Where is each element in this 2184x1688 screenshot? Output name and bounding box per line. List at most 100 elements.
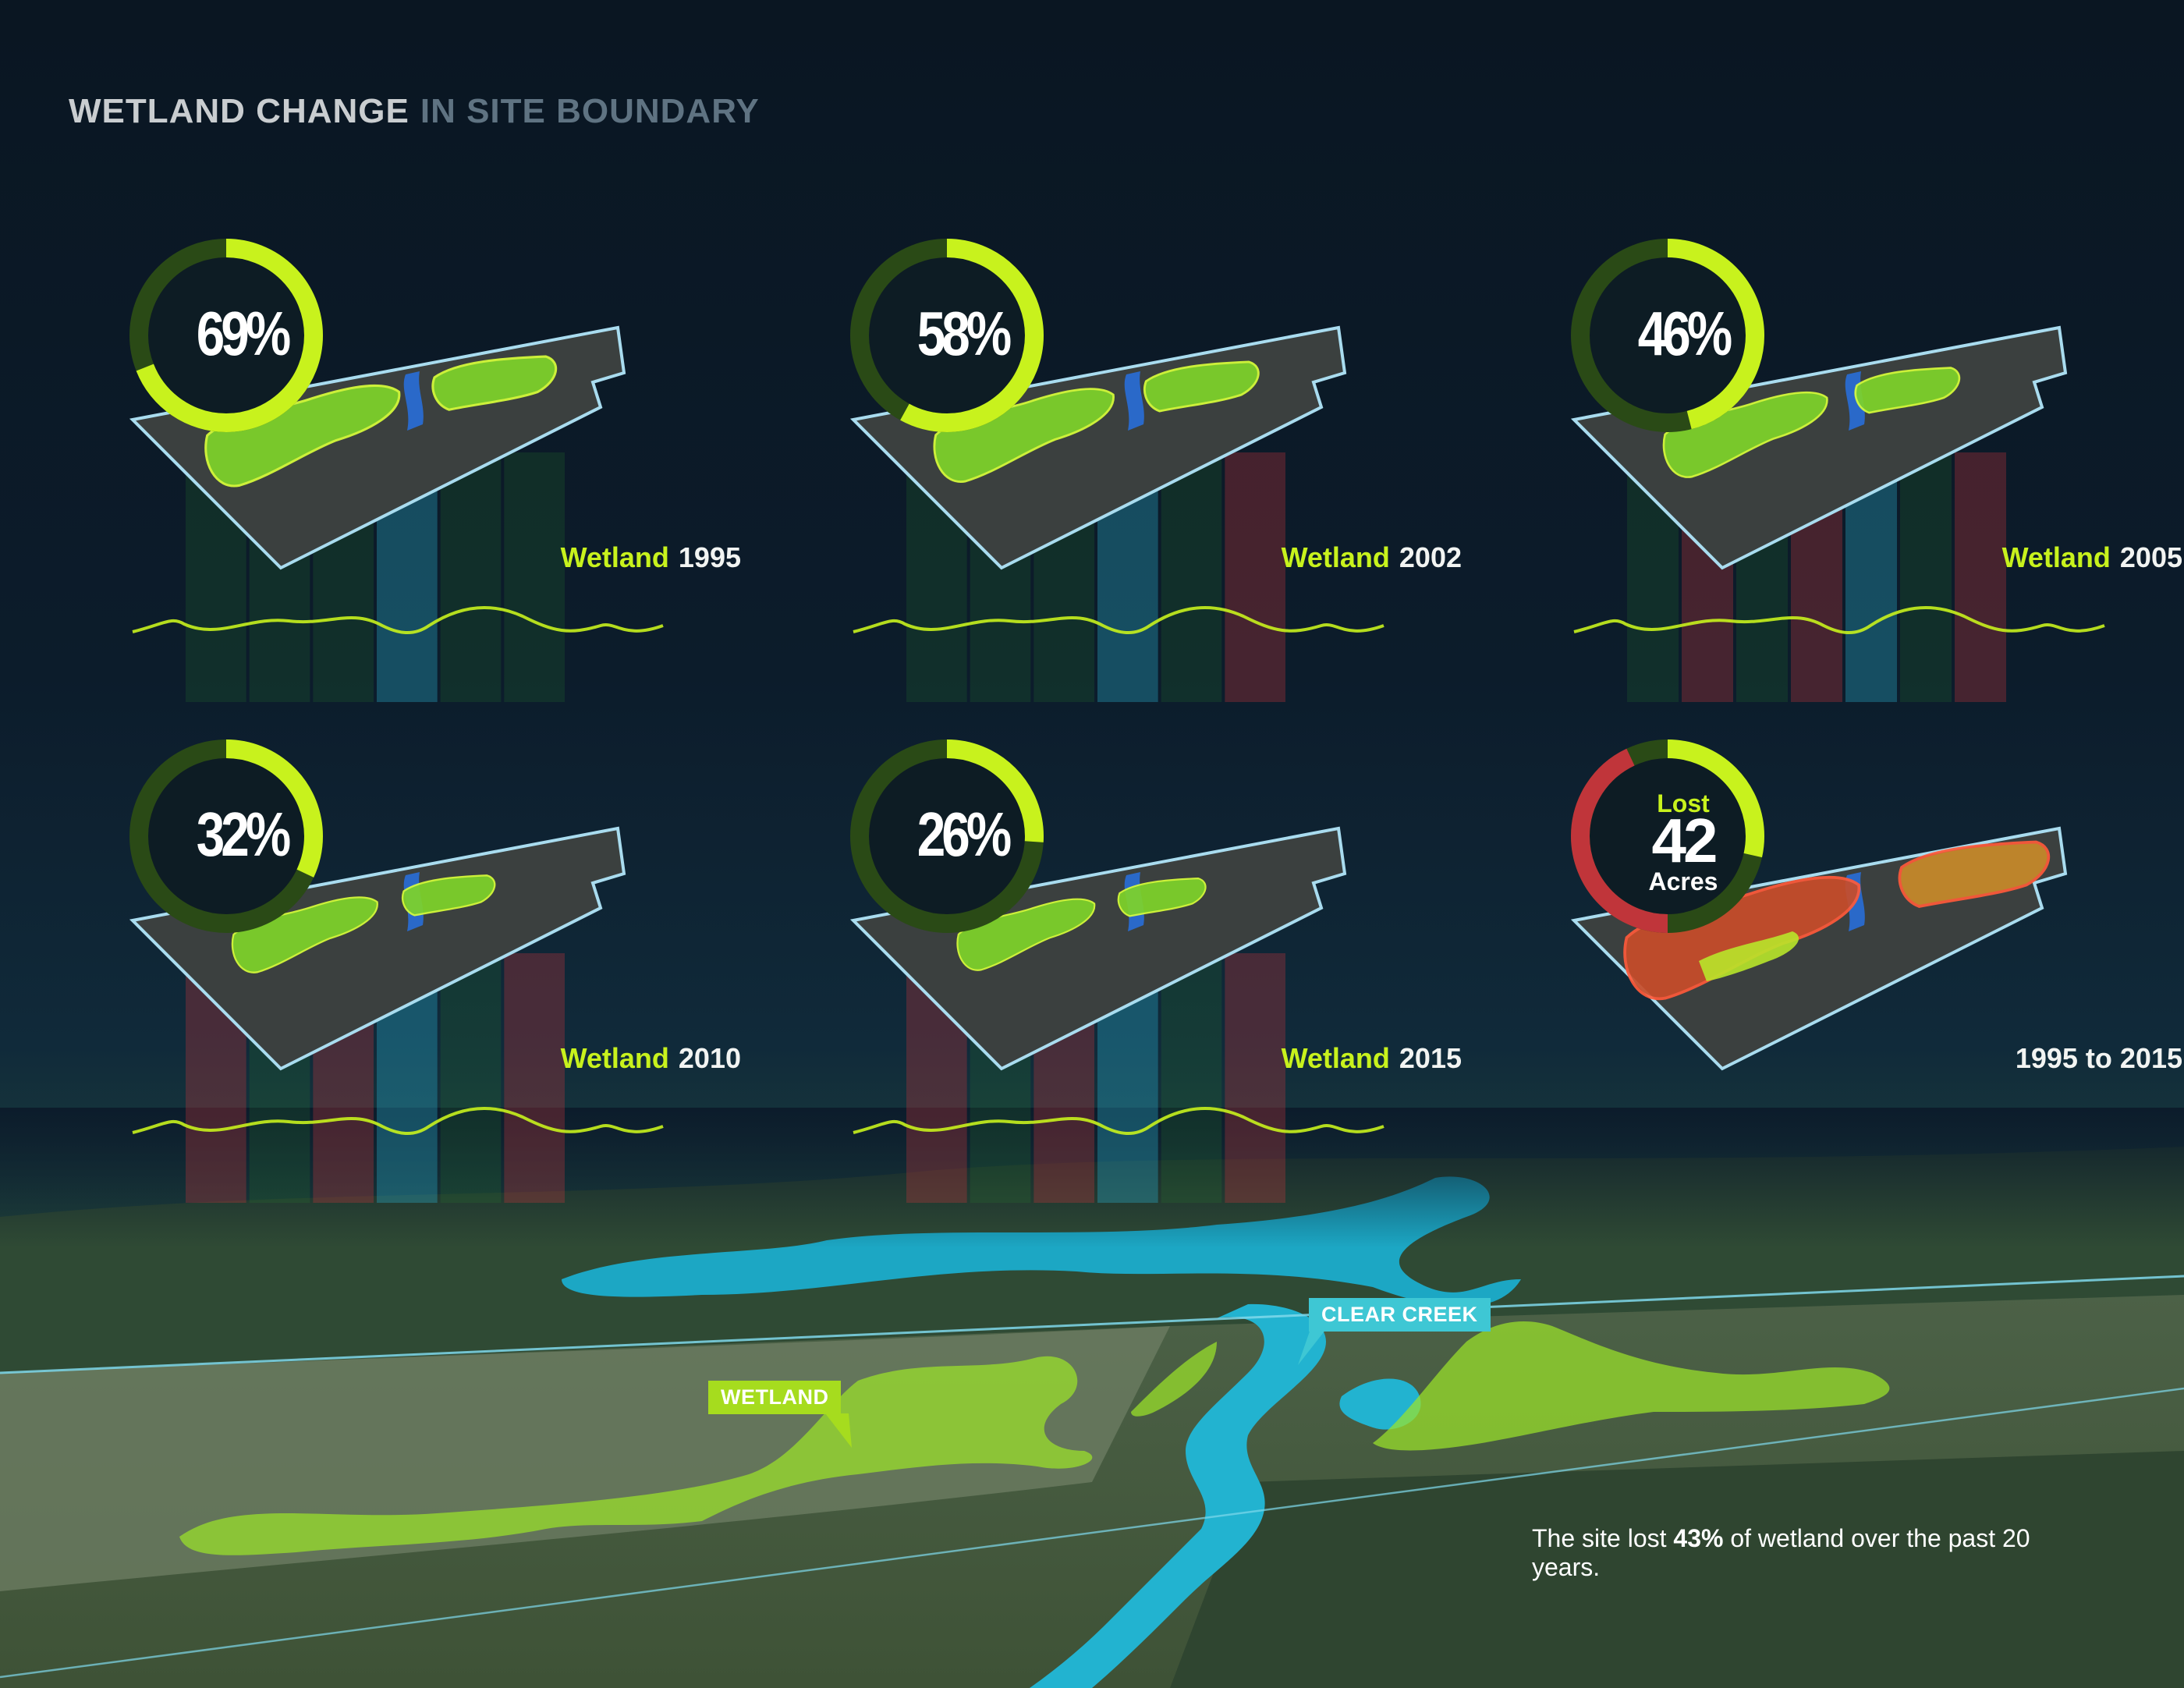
percent-value: 32% xyxy=(196,800,291,869)
panel-graphic xyxy=(129,239,664,702)
profile-line xyxy=(853,1106,1384,1136)
wetland-patch-left xyxy=(231,896,378,973)
percent-value: 46% xyxy=(1637,299,1732,368)
boundary-line-bottom xyxy=(0,1387,2184,1679)
footnote-text-end: of wetland over the past 20 years. xyxy=(1532,1524,2030,1581)
profile-line xyxy=(132,605,664,635)
creek-callout: CLEAR CREEK xyxy=(1309,1298,1491,1332)
lost-value: 42 xyxy=(1651,806,1718,875)
footnote-value: 43% xyxy=(1673,1524,1724,1552)
creek-pond xyxy=(1339,1378,1421,1430)
wetland-patches xyxy=(1662,367,1961,478)
wetland-patch-right xyxy=(401,874,496,917)
percent-value: 26% xyxy=(916,800,1012,869)
wetland-patches xyxy=(933,360,1260,483)
panel-2002: 58% Wetland 2002 xyxy=(838,226,1493,725)
caption-highlight: Wetland xyxy=(560,541,669,573)
caption-year: 1995 xyxy=(678,541,741,573)
panel-caption: Wetland 2002 xyxy=(1282,541,1462,574)
percent-ring-fill xyxy=(129,239,323,432)
wetland-callout-pointer xyxy=(825,1413,852,1448)
caption-highlight: Wetland xyxy=(1281,541,1390,573)
wetland-patches xyxy=(1623,840,2051,1001)
percent-ring-fill xyxy=(1571,239,1764,432)
percent-value: 69% xyxy=(196,299,291,368)
page-title: WETLAND CHANGE IN SITE BOUNDARY xyxy=(69,92,760,131)
lost-unit: Acres xyxy=(1648,867,1718,895)
lost-arc xyxy=(1571,739,1764,933)
panel-caption: Wetland 2010 xyxy=(561,1042,741,1075)
percent-value: 58% xyxy=(916,299,1012,368)
panel-graphic xyxy=(849,739,1384,1203)
panel-summary: Lost 42 Acres 1995 to 2015 xyxy=(1558,727,2184,1226)
panel-caption: Wetland 1995 xyxy=(561,541,741,574)
caption-highlight: Wetland xyxy=(2001,541,2111,573)
parcel-creek xyxy=(1124,371,1144,431)
panel-2015: 26% Wetland 2015 xyxy=(838,727,1493,1226)
wetland-patches xyxy=(204,355,558,488)
footnote-text: The site lost xyxy=(1532,1524,1674,1552)
panel-1995: 69% Wetland 1995 xyxy=(117,226,772,725)
title-sub: IN SITE BOUNDARY xyxy=(420,92,760,130)
percent-ring-fill xyxy=(850,739,1044,933)
profile-column xyxy=(1161,452,1222,702)
title-main: WETLAND CHANGE xyxy=(69,92,410,130)
wetland-patch-right xyxy=(1143,360,1260,413)
profile-line xyxy=(1573,605,2105,635)
panel-caption: 1995 to 2015 xyxy=(2015,1042,2182,1074)
wetland-patch-right xyxy=(1117,878,1207,917)
percent-ring-fill xyxy=(129,739,323,933)
boundary-line-top xyxy=(0,1275,2184,1374)
wetland-patch-left xyxy=(1662,391,1828,478)
wetland-overlay-right xyxy=(1373,1321,1890,1451)
panel-graphic xyxy=(129,739,664,1203)
profile-column xyxy=(440,452,502,702)
profile-line xyxy=(853,605,1384,635)
caption-highlight: Wetland xyxy=(1281,1042,1390,1074)
profile-column xyxy=(504,953,565,1203)
panel-graphic xyxy=(1570,239,2105,702)
panel-caption: Wetland 2015 xyxy=(1282,1042,1462,1075)
caption-year: 2010 xyxy=(678,1042,741,1074)
wetland-patch-right xyxy=(431,355,558,411)
remaining-arc xyxy=(1571,739,1764,933)
footnote: The site lost 43% of wetland over the pa… xyxy=(1532,1524,2078,1582)
creek-callout-pointer xyxy=(1298,1329,1326,1365)
wetland-overlay-mid xyxy=(1131,1342,1217,1417)
site-parcel xyxy=(849,826,1347,1071)
panel-graphic xyxy=(849,239,1384,702)
profile-column xyxy=(1225,953,1285,1203)
wetland-overlay-left xyxy=(179,1356,1093,1555)
wetland-patch-left xyxy=(933,388,1115,483)
wetland-patches xyxy=(956,878,1207,971)
caption-year: 2002 xyxy=(1399,541,1462,573)
site-parcel xyxy=(129,826,626,1071)
profile-column xyxy=(440,953,502,1203)
profile-column xyxy=(1900,452,1952,702)
panel-graphic xyxy=(1570,739,2068,1071)
wetland-patch-left xyxy=(956,898,1096,971)
profile-column xyxy=(1955,452,2006,702)
sky-fade xyxy=(0,1108,2184,1248)
creek xyxy=(1030,1303,1326,1688)
caption-highlight: Wetland xyxy=(560,1042,669,1074)
panel-2010: 32% Wetland 2010 xyxy=(117,727,772,1226)
caption-year: 2015 xyxy=(1399,1042,1462,1074)
profile-column xyxy=(504,452,565,702)
profile-line xyxy=(132,1106,664,1136)
remaining-wetland xyxy=(1699,931,1799,981)
wetland-callout: WETLAND xyxy=(708,1381,842,1414)
wetland-patches xyxy=(231,874,496,973)
parcel-creek xyxy=(403,371,424,431)
percent-ring-fill xyxy=(850,239,1044,432)
neighborhood xyxy=(1170,1451,2184,1688)
caption-year: 2005 xyxy=(2119,541,2182,573)
profile-column xyxy=(1161,953,1222,1203)
lost-label: Lost xyxy=(1657,789,1710,817)
profile-column xyxy=(1225,452,1285,702)
wetland-patch-right xyxy=(1854,367,1961,414)
